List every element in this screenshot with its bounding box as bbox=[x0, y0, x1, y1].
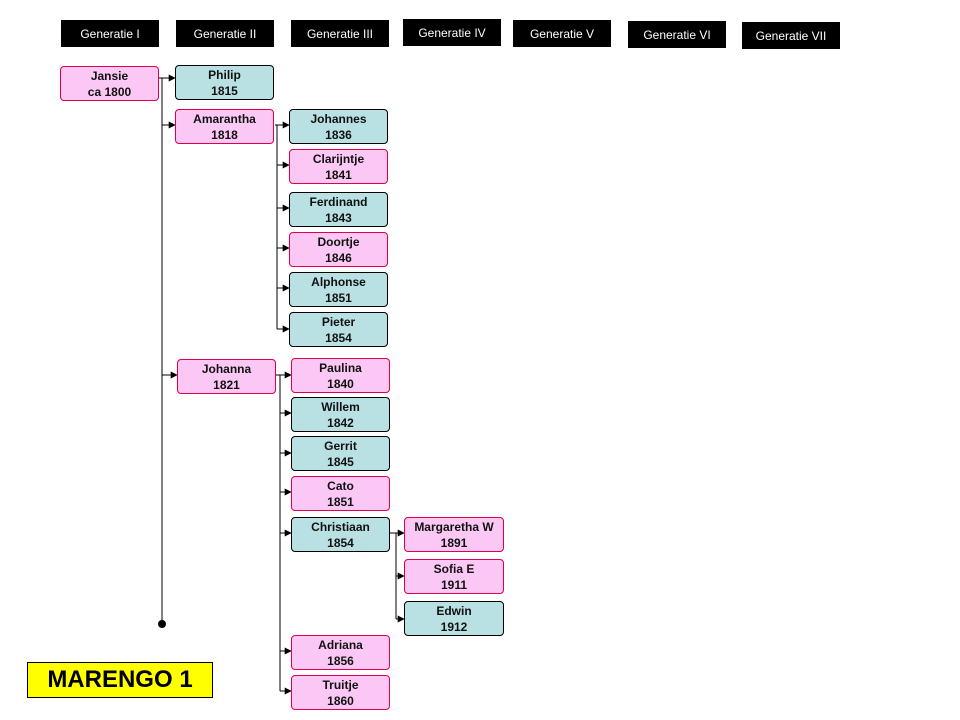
person-adriana[interactable]: Adriana 1856 bbox=[291, 635, 390, 670]
person-year: ca 1800 bbox=[87, 84, 132, 99]
generation-header-6: Generatie VI bbox=[628, 21, 726, 48]
person-name: Jansie bbox=[90, 68, 129, 83]
generation-header-3: Generatie III bbox=[291, 20, 389, 47]
person-alphonse[interactable]: Alphonse 1851 bbox=[289, 272, 388, 307]
person-name: Willem bbox=[321, 399, 360, 414]
person-truitje[interactable]: Truitje 1860 bbox=[291, 675, 390, 710]
person-willem[interactable]: Willem 1842 bbox=[291, 397, 390, 432]
person-johanna[interactable]: Johanna 1821 bbox=[177, 359, 276, 394]
person-year: 1843 bbox=[325, 210, 352, 225]
person-year: 1836 bbox=[325, 127, 352, 142]
person-name: Paulina bbox=[319, 360, 362, 375]
person-year: 1840 bbox=[327, 376, 354, 391]
person-year: 1891 bbox=[440, 535, 468, 550]
person-name: Truitje bbox=[322, 677, 359, 692]
generation-header-2: Generatie II bbox=[176, 20, 274, 47]
person-year: 1841 bbox=[325, 167, 352, 182]
person-year: 1854 bbox=[327, 535, 354, 550]
person-name: Cato bbox=[327, 478, 354, 493]
generation-header-5: Generatie V bbox=[513, 20, 611, 47]
person-edwin[interactable]: Edwin 1912 bbox=[404, 601, 504, 636]
person-cato[interactable]: Cato 1851 bbox=[291, 476, 390, 511]
person-pieter[interactable]: Pieter 1854 bbox=[289, 312, 388, 347]
person-johannes[interactable]: Johannes 1836 bbox=[289, 109, 388, 144]
person-name: Gerrit bbox=[324, 438, 357, 453]
person-name: Sofia E bbox=[433, 561, 475, 576]
person-jansie[interactable]: Jansie ca 1800 bbox=[60, 66, 159, 101]
person-name: Pieter bbox=[321, 314, 356, 329]
person-year: 1854 bbox=[325, 330, 352, 345]
person-year: 1818 bbox=[211, 127, 238, 142]
person-year: 1912 bbox=[440, 619, 468, 634]
person-philip[interactable]: Philip 1815 bbox=[175, 65, 274, 100]
person-name: Johanna bbox=[201, 361, 252, 376]
person-clarijntje[interactable]: Clarijntje 1841 bbox=[289, 149, 388, 184]
person-year: 1860 bbox=[327, 693, 354, 708]
person-name: Ferdinand bbox=[309, 194, 368, 209]
person-year: 1845 bbox=[327, 454, 354, 469]
generation-header-1: Generatie I bbox=[61, 20, 159, 47]
person-year: 1851 bbox=[327, 494, 354, 509]
person-year: 1851 bbox=[325, 290, 352, 305]
person-doortje[interactable]: Doortje 1846 bbox=[289, 232, 388, 267]
generation-header-7: Generatie VII bbox=[742, 22, 840, 49]
person-name: Johannes bbox=[310, 111, 367, 126]
generation-header-4: Generatie IV bbox=[403, 19, 501, 46]
family-title: MARENGO 1 bbox=[27, 662, 213, 698]
person-christiaan[interactable]: Christiaan 1854 bbox=[291, 517, 390, 552]
person-name: Adriana bbox=[318, 637, 363, 652]
person-name: Alphonse bbox=[311, 274, 366, 289]
person-name: Clarijntje bbox=[312, 151, 365, 166]
person-year: 1911 bbox=[440, 577, 468, 592]
person-amarantha[interactable]: Amarantha 1818 bbox=[175, 109, 274, 144]
person-year: 1856 bbox=[327, 653, 354, 668]
person-year: 1842 bbox=[327, 415, 354, 430]
person-name: Amarantha bbox=[193, 111, 256, 126]
person-name: Philip bbox=[208, 67, 241, 82]
person-paulina[interactable]: Paulina 1840 bbox=[291, 358, 390, 393]
person-ferdinand[interactable]: Ferdinand 1843 bbox=[289, 192, 388, 227]
person-year: 1821 bbox=[213, 377, 240, 392]
person-year: 1815 bbox=[211, 83, 238, 98]
person-name: Edwin bbox=[436, 603, 472, 618]
person-name: Doortje bbox=[317, 234, 360, 249]
person-name: Christiaan bbox=[311, 519, 370, 534]
person-year: 1846 bbox=[325, 250, 352, 265]
person-name: Margaretha W bbox=[414, 519, 494, 534]
person-sofia[interactable]: Sofia E 1911 bbox=[404, 559, 504, 594]
person-gerrit[interactable]: Gerrit 1845 bbox=[291, 436, 390, 471]
person-margaretha[interactable]: Margaretha W 1891 bbox=[404, 517, 504, 552]
